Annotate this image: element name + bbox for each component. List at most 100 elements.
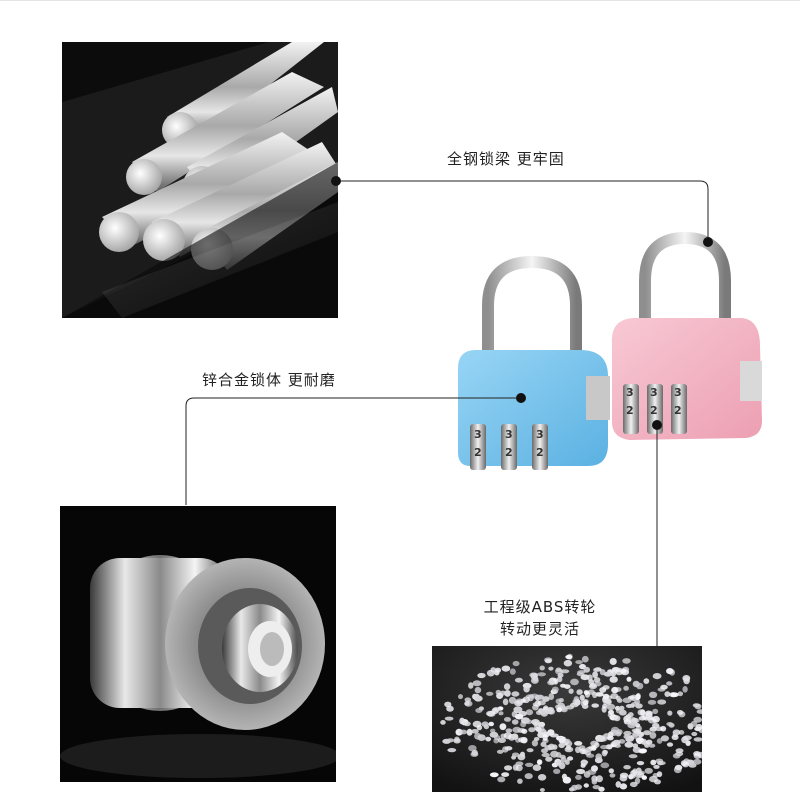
- leader-dot-wheel: [652, 420, 662, 430]
- pellet: [682, 761, 689, 768]
- pellet: [682, 675, 691, 682]
- pellet: [536, 694, 545, 700]
- blue-digit: 2: [505, 446, 513, 459]
- pellet: [535, 726, 542, 732]
- pellet: [475, 708, 483, 713]
- pellet: [520, 737, 528, 744]
- callout-steel-beam: 全钢锁梁 更牢固: [447, 150, 565, 168]
- pellet: [628, 754, 638, 759]
- pellet: [514, 677, 523, 683]
- pellet: [618, 709, 627, 716]
- pellet: [561, 773, 568, 780]
- pellet: [503, 732, 512, 740]
- pellet: [600, 762, 610, 769]
- pellet: [691, 731, 698, 737]
- pellet: [591, 703, 599, 708]
- pellet: [565, 654, 573, 660]
- pellet: [664, 691, 671, 697]
- pellet: [615, 669, 624, 676]
- pellet: [530, 673, 536, 680]
- pellet: [575, 746, 581, 754]
- pellet: [458, 694, 463, 700]
- pellet: [513, 706, 523, 714]
- pellet: [537, 774, 547, 781]
- pink-digit: 3: [626, 386, 634, 399]
- pellet: [672, 753, 681, 759]
- pellet: [549, 733, 559, 738]
- pellet: [447, 748, 457, 753]
- blue-lock: [458, 255, 610, 470]
- pellet: [502, 698, 509, 706]
- pellet: [511, 719, 519, 725]
- pellet: [514, 700, 523, 707]
- pellet: [520, 751, 525, 758]
- pellet: [471, 729, 479, 734]
- pellet: [602, 750, 608, 755]
- pellet: [594, 681, 602, 687]
- pellet: [472, 680, 482, 687]
- pellet: [474, 686, 482, 694]
- pellet: [524, 773, 533, 780]
- pellet: [608, 768, 614, 774]
- pellet: [593, 667, 599, 672]
- pellet: [555, 668, 563, 675]
- pellet: [624, 741, 634, 748]
- pellet: [540, 741, 547, 747]
- pellet: [523, 685, 530, 693]
- pellet: [537, 700, 546, 706]
- pellet: [488, 721, 494, 727]
- pellet: [499, 723, 507, 731]
- pellet: [580, 698, 589, 704]
- pellet: [585, 691, 590, 698]
- pellet: [583, 666, 590, 673]
- pellet: [557, 676, 563, 683]
- pellet: [526, 748, 534, 753]
- pellet: [577, 670, 586, 675]
- pellet: [609, 773, 616, 778]
- top-divider: [0, 0, 800, 15]
- pellet: [591, 778, 598, 785]
- pellet: [660, 735, 669, 742]
- pellet: [446, 738, 455, 743]
- pink-lock: [611, 231, 762, 440]
- abs-pellets-image: [432, 646, 702, 792]
- pellet: [603, 671, 613, 677]
- pellet: [652, 708, 659, 715]
- pellet: [675, 748, 684, 754]
- pellet: [688, 763, 697, 768]
- pellet: [459, 717, 465, 725]
- blue-digit: 2: [474, 446, 482, 459]
- pellet: [619, 772, 629, 778]
- pellet: [575, 660, 583, 665]
- pellet: [501, 665, 511, 672]
- pellet: [657, 699, 667, 705]
- pellet: [609, 676, 618, 683]
- pellet: [622, 697, 632, 704]
- pellet: [606, 703, 616, 711]
- pink-digit: 2: [650, 404, 658, 417]
- pellet: [646, 739, 653, 745]
- pellet: [468, 682, 474, 689]
- pellet: [619, 705, 625, 711]
- leader-dot-rods: [331, 176, 341, 186]
- pellet: [533, 737, 540, 741]
- pellet: [556, 760, 562, 767]
- pellet: [493, 737, 499, 744]
- pellet: [545, 756, 553, 762]
- pellet: [600, 745, 609, 750]
- pellet: [610, 693, 619, 700]
- pellet: [504, 765, 513, 771]
- pellet: [592, 671, 598, 679]
- pellet: [627, 712, 634, 718]
- pellet: [560, 756, 567, 763]
- pellet: [668, 722, 675, 728]
- pellet: [693, 758, 702, 765]
- pellet: [649, 691, 658, 698]
- pellet: [619, 783, 628, 790]
- pellet: [636, 770, 645, 776]
- pellet: [678, 730, 685, 735]
- pellet: [525, 709, 534, 716]
- pellet: [512, 726, 522, 733]
- pellet: [614, 705, 621, 711]
